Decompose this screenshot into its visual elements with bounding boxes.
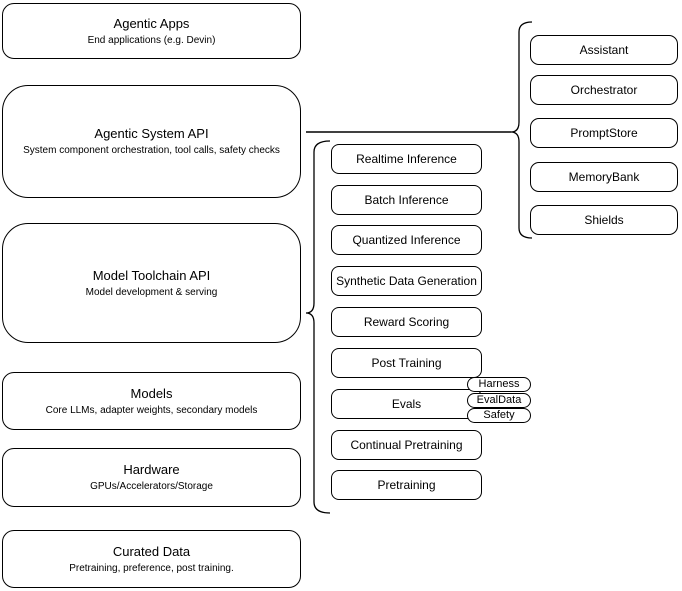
node-subtitle: Model development & serving	[85, 286, 218, 298]
node-subtitle: Core LLMs, adapter weights, secondary mo…	[45, 404, 258, 416]
node-orchestrator: Orchestrator	[530, 75, 678, 105]
node-subtitle: System component orchestration, tool cal…	[23, 145, 280, 156]
node-batch-inference: Batch Inference	[331, 185, 482, 215]
box-curated-data: Curated Data Pretraining, preference, po…	[2, 530, 301, 588]
box-models: Models Core LLMs, adapter weights, secon…	[2, 372, 301, 430]
node-title: Hardware	[123, 462, 180, 477]
pill-evaldata: EvalData	[467, 392, 531, 408]
node-synthetic-data-generation: Synthetic Data Generation	[331, 266, 482, 296]
node-quantized-inference: Quantized Inference	[331, 225, 482, 255]
node-evals: Evals	[331, 389, 482, 419]
pill-harness: Harness	[467, 377, 531, 392]
node-assistant: Assistant	[530, 35, 678, 65]
box-model-toolchain-api: Model Toolchain API Model development & …	[2, 223, 301, 343]
node-shields: Shields	[530, 205, 678, 235]
brace-system-components	[510, 21, 533, 239]
box-agentic-system-api: Agentic System API System component orch…	[2, 85, 301, 198]
node-post-training: Post Training	[331, 348, 482, 378]
box-agentic-apps: Agentic Apps End applications (e.g. Devi…	[2, 3, 301, 59]
node-subtitle: GPUs/Accelerators/Storage	[90, 481, 213, 492]
node-title: Models	[130, 385, 173, 401]
node-subtitle: End applications (e.g. Devin)	[87, 34, 216, 46]
node-continual-pretraining: Continual Pretraining	[331, 430, 482, 460]
pill-safety: Safety	[467, 408, 531, 423]
box-hardware: Hardware GPUs/Accelerators/Storage	[2, 448, 301, 507]
node-title: Model Toolchain API	[92, 267, 211, 283]
node-memorybank: MemoryBank	[530, 162, 678, 192]
node-promptstore: PromptStore	[530, 118, 678, 148]
node-title: Agentic System API	[94, 126, 209, 141]
node-title: Agentic Apps	[113, 15, 190, 31]
brace-toolchain-components	[305, 140, 331, 514]
node-pretraining: Pretraining	[331, 470, 482, 500]
node-realtime-inference: Realtime Inference	[331, 144, 482, 174]
node-subtitle: Pretraining, preference, post training.	[69, 562, 234, 574]
node-title: Curated Data	[112, 543, 191, 559]
node-reward-scoring: Reward Scoring	[331, 307, 482, 337]
